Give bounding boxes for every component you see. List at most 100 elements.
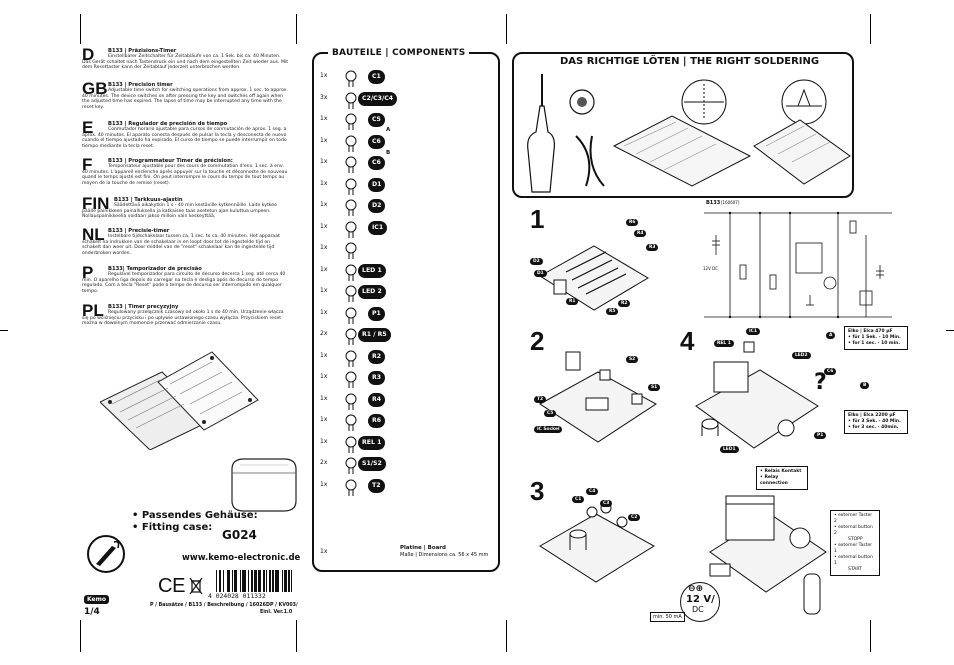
step4-board <box>695 341 819 449</box>
crop-mark <box>870 620 871 652</box>
tag-r3: R3 <box>646 244 659 251</box>
barcode-bar <box>281 570 283 592</box>
step-number-2: 2 <box>530 326 545 356</box>
tag-c2: C2 <box>628 514 641 521</box>
power-current: min. 50 mA <box>650 612 685 622</box>
component-icon <box>345 113 357 130</box>
barcode-bar <box>260 570 262 592</box>
barcode-bar <box>265 570 268 592</box>
kemo-logo: Kemo <box>84 595 109 604</box>
barcode-bar <box>263 570 265 592</box>
component-icon <box>345 393 357 410</box>
lang-text: Adjustable time switch for switching ope… <box>82 88 288 110</box>
component-icon <box>345 479 357 496</box>
barcode-bar <box>234 570 236 592</box>
website-link[interactable]: www.kemo-electronic.de <box>182 553 301 563</box>
barcode-bar <box>239 570 241 592</box>
lang-code: PL <box>82 301 104 320</box>
step1-board <box>539 245 649 311</box>
barcode-bar <box>288 570 290 592</box>
ext-button-1-de: • externer Taster 1 <box>834 543 873 554</box>
tag-d2: D2 <box>530 258 543 265</box>
barcode-bar <box>226 570 228 592</box>
lang-title: B133 | Tarkkuus-ajastin <box>114 197 183 203</box>
barcode-bar <box>221 570 223 592</box>
tag-rel1: REL 1 <box>714 340 734 347</box>
case-label-en: • Fitting case: <box>132 522 213 533</box>
lang-text: Einstellbarer Zeitschalter für Zeitabläu… <box>82 54 288 71</box>
tag-c6: C6 <box>824 368 837 375</box>
component-variant: B <box>386 150 391 156</box>
barcode-bar <box>229 570 231 592</box>
tag-r6: R6 <box>626 219 639 226</box>
barcode-bar <box>246 570 248 592</box>
component-icon <box>345 328 357 345</box>
lang-text: Säädettävä aikakytkin 1 s - 40 min kestä… <box>82 203 277 220</box>
component-icon <box>345 70 357 87</box>
barcode-bar <box>282 570 285 592</box>
lang-code: E <box>82 118 94 137</box>
page-number: 1/4 <box>84 607 100 617</box>
step3-board <box>539 502 655 583</box>
component-badge: R3 <box>368 371 386 385</box>
barcode-bar <box>242 570 244 592</box>
component-row: 1x REL 1 <box>320 434 495 454</box>
soldering-warning-icon <box>87 535 125 573</box>
tag-ic1: IC1 <box>746 328 760 335</box>
component-qty: 1x <box>320 437 328 445</box>
lang-title: B133 | Programmateur Timer de précision: <box>108 158 233 164</box>
barcode-bar <box>222 570 224 592</box>
component-qty: 1x <box>320 308 328 316</box>
barcode-bar <box>244 570 247 592</box>
component-icon <box>345 135 357 152</box>
component-qty: 1x <box>320 115 328 122</box>
ext-button-1-en: • external button 1 <box>834 555 873 566</box>
lang-title: B133 | Regulador de precisión de tiempo <box>108 121 228 127</box>
component-icon <box>345 371 357 388</box>
component-badge: C6 <box>368 134 385 149</box>
component-badge: T2 <box>368 478 385 493</box>
schematic-label: B133 <box>706 200 721 206</box>
tag-led1: LED1 <box>720 446 739 453</box>
tag-c5: C5 <box>544 410 557 417</box>
tag-t2: T2 <box>534 396 547 403</box>
component-badge: LED 2 <box>358 285 386 299</box>
lang-text: Regulável temporizador para circuito de … <box>82 272 286 294</box>
component-qty: 1x <box>320 416 328 423</box>
question-mark: ? <box>814 370 827 395</box>
components-title: BAUTEILE | COMPONENTS <box>328 48 470 58</box>
barcode-bar <box>252 570 255 592</box>
barcode: 4 024028 011332 <box>208 570 293 600</box>
tag-a: A <box>826 332 836 339</box>
component-badge: C2/C3/C4 <box>358 91 398 106</box>
barcode-bar <box>250 570 252 592</box>
component-badge: REL 1 <box>358 435 386 450</box>
barcode-bar <box>284 570 286 592</box>
barcode-bar <box>230 570 232 592</box>
lang-title: B133 | Timer precyzyjny <box>108 304 179 310</box>
lang-title: B133| Temporizador de precisão <box>108 266 202 272</box>
tag-s1: S1 <box>648 384 661 391</box>
elko-a-box: Elko | Elca 470 µF • für 1 Sek. - 10 Min… <box>844 326 908 350</box>
barcode-bar <box>279 570 281 592</box>
soldering-title: DAS RICHTIGE LÖTEN | THE RIGHT SOLDERING <box>560 56 820 67</box>
component-badge: D1 <box>368 177 386 192</box>
ext-button-2-stop: STOPP <box>848 537 863 542</box>
component-badge: R2 <box>368 349 386 364</box>
barcode-bar <box>218 570 220 592</box>
lang-title: B133 | Precision timer <box>108 82 173 88</box>
barcode-bar <box>231 570 234 592</box>
tag-led2: LED2 <box>792 352 811 359</box>
barcode-bar <box>261 570 264 592</box>
component-icon <box>345 264 357 281</box>
component-icon <box>345 178 357 195</box>
barcode-bar <box>243 570 245 592</box>
